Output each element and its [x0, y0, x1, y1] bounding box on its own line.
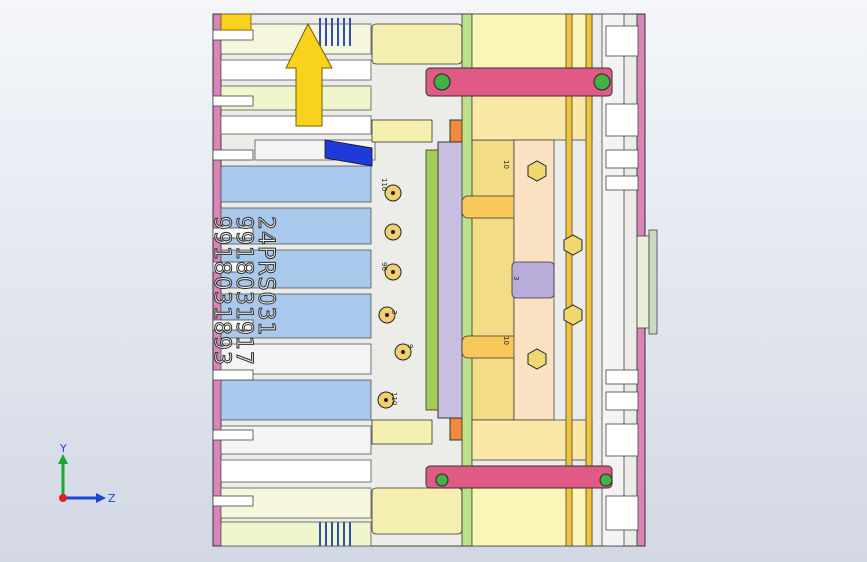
- engraving-line-3: 9918031893: [209, 216, 235, 367]
- part-tag: 9: [406, 344, 414, 349]
- part-tag: 110: [380, 178, 388, 192]
- part-tag: 110: [390, 392, 398, 406]
- direction-arrow-icon: [285, 22, 333, 127]
- part-tag: 10: [502, 160, 510, 169]
- engraving-line-1: 24PRS031: [253, 216, 279, 338]
- engraved-part-number: 24PRS031 9918031917 9918031893: [209, 216, 279, 367]
- axis-z-label: Z: [108, 492, 116, 505]
- part-tag: 3: [512, 276, 520, 281]
- coordinate-axes-icon: Y Z: [58, 442, 116, 505]
- part-tag: 3: [390, 310, 398, 315]
- part-tag: 10: [502, 336, 510, 345]
- axis-y-label: Y: [59, 442, 67, 455]
- engraving-line-2: 9918031917: [231, 216, 257, 367]
- part-tag: 96: [380, 262, 388, 271]
- pink-strap-top: [425, 67, 613, 97]
- pink-strap-bottom: [425, 465, 613, 489]
